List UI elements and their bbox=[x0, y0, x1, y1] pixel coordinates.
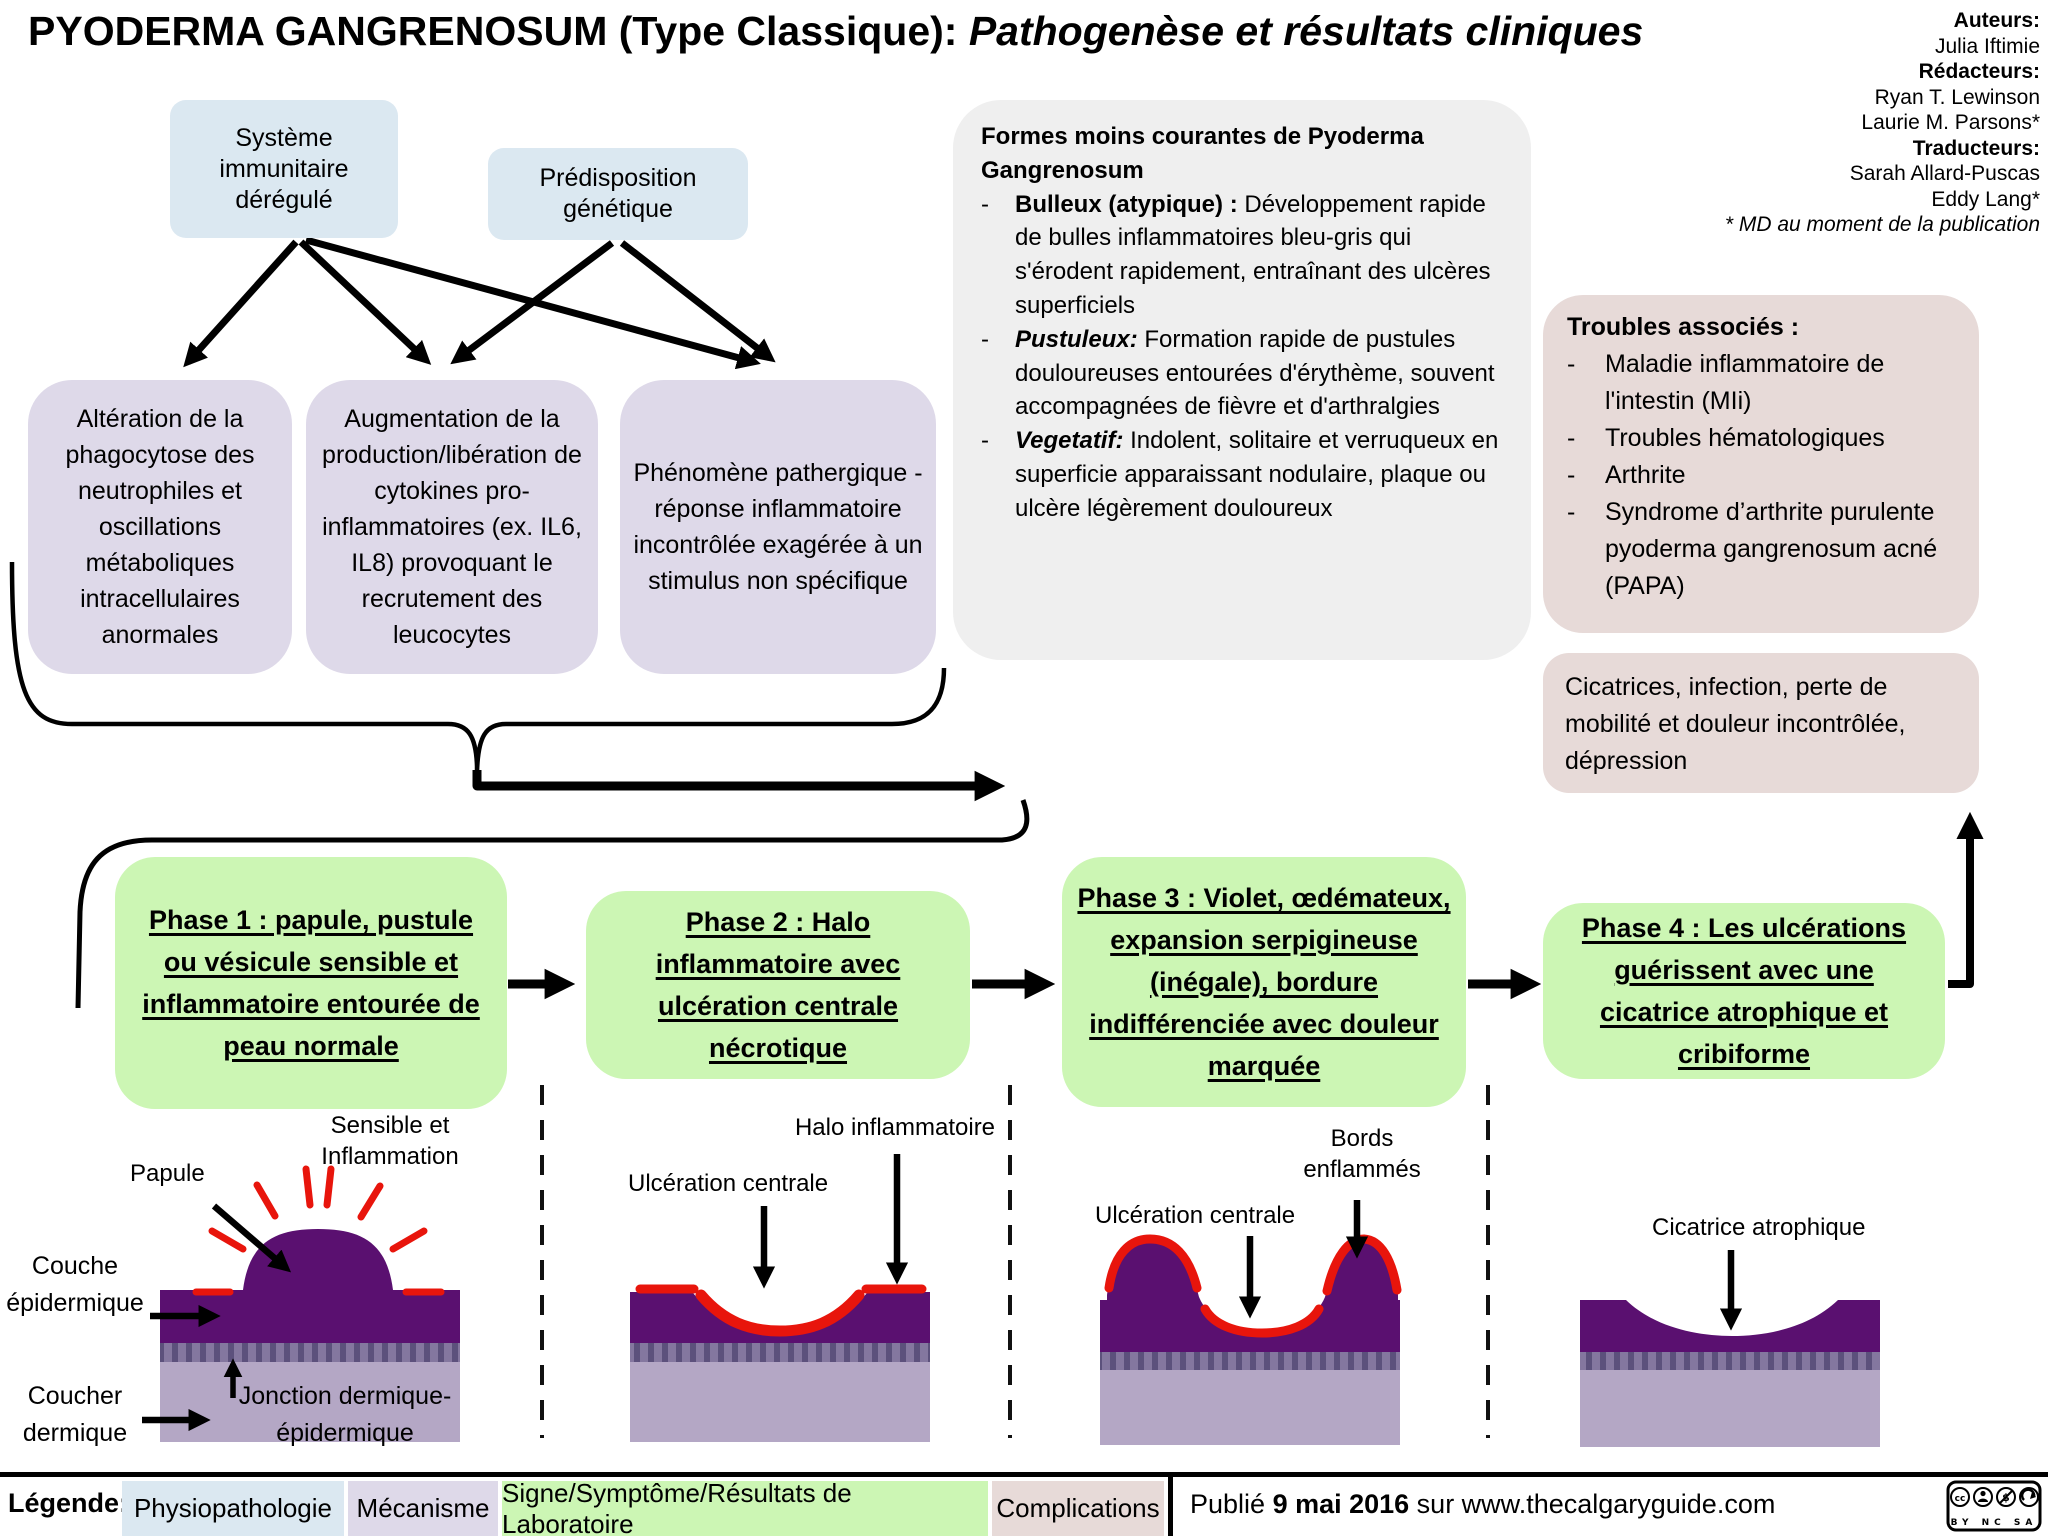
label-atrophic-scar: Cicatrice atrophique bbox=[1652, 1214, 1866, 1241]
bullet-dash: - bbox=[1567, 461, 1576, 489]
phase-3-label: Phase 3 : Violet, œdémateux, expansion s… bbox=[1077, 883, 1451, 1081]
phase-4-box: Phase 4 : Les ulcérations guérissent ave… bbox=[1543, 903, 1945, 1079]
legend-item-physiopathology: Physiopathologie bbox=[122, 1481, 344, 1536]
phase-2-label: Phase 2 : Halo inflammatoire avec ulcéra… bbox=[655, 907, 901, 1063]
associated-title: Troubles associés : bbox=[1567, 313, 1800, 341]
list-item: - Bulleux (atypique) : Développement rap… bbox=[981, 188, 1503, 323]
credits-footnote: * MD au moment de la publication bbox=[1724, 213, 2040, 236]
cause-box-genetic: Prédisposition génétique bbox=[488, 148, 748, 240]
phase4-complication-arrow bbox=[1948, 811, 1984, 988]
cause-arrows bbox=[183, 236, 776, 370]
inflammation-rays bbox=[192, 1165, 445, 1296]
credits-line: Ryan T. Lewinson bbox=[1874, 85, 2040, 109]
bullet-text: Bulleux (atypique) : Développement rapid… bbox=[1015, 188, 1503, 323]
cc-caption: BY NC SA bbox=[1951, 1518, 2038, 1528]
publication-site: sur www.thecalgaryguide.com bbox=[1409, 1489, 1776, 1519]
label-inflammation: Sensible et Inflammation bbox=[321, 1112, 459, 1170]
bullet-text: Vegetatif: Indolent, solitaire et verruq… bbox=[1015, 424, 1503, 525]
label-central-ulceration-p3: Ulcération centrale bbox=[1095, 1202, 1296, 1229]
label-epidermal-layer: Couche épidermique bbox=[6, 1252, 144, 1317]
legend-item-complications: Complications bbox=[992, 1481, 1164, 1536]
list-item: - Syndrome d’arthrite purulente pyoderma… bbox=[1567, 494, 1955, 605]
publication-line: Publié 9 mai 2016 sur www.thecalgaryguid… bbox=[1190, 1489, 1775, 1520]
less-common-title: Formes moins courantes de Pyoderma Gangr… bbox=[981, 123, 1424, 184]
credits-line: Sarah Allard-Puscas bbox=[1849, 162, 2040, 185]
bullet-body: Indolent, solitaire et verruqueux en sup… bbox=[1015, 427, 1499, 522]
label-inflammatory-halo: Halo inflammatoire bbox=[794, 1114, 996, 1141]
list-item: - Troubles hématologiques bbox=[1567, 420, 1955, 457]
list-item: - Arthrite bbox=[1567, 457, 1955, 494]
phase-4-label: Phase 4 : Les ulcérations guérissent ave… bbox=[1581, 913, 1907, 1069]
cc-icon: cc bbox=[1955, 1494, 1966, 1504]
credits: Auteurs: Julia Iftimie Rédacteurs: Ryan … bbox=[1580, 8, 2040, 238]
legend-label: Légende: bbox=[8, 1488, 129, 1518]
bullet-lead: Vegetatif: bbox=[1015, 427, 1131, 455]
by-person-icon bbox=[1980, 1490, 1986, 1497]
skin-diagram-phase4 bbox=[1580, 1250, 1880, 1447]
bullet-text: Arthrite bbox=[1605, 461, 1686, 489]
phase-row-bracket bbox=[75, 799, 1030, 1009]
cause-box-immune: Système immunitaire dérégulé bbox=[170, 100, 398, 238]
published-text: Publié bbox=[1190, 1489, 1273, 1519]
mechanism-box-phagocytosis: Altération de la phagocytose des neutrop… bbox=[28, 380, 292, 674]
credits-line: Laurie M. Parsons* bbox=[1861, 111, 2040, 134]
brace-output-arrow bbox=[472, 770, 1006, 802]
list-item: - Pustuleux: Formation rapide de pustule… bbox=[981, 323, 1503, 424]
legend-divider-line bbox=[0, 1472, 2048, 1477]
credits-line: Rédacteurs: bbox=[1918, 60, 2040, 83]
halo-red bbox=[635, 1284, 927, 1337]
bullet-body: Formation rapide de pustules douloureuse… bbox=[1015, 325, 1495, 421]
mechanism-box-cytokines: Augmentation de la production/libération… bbox=[306, 380, 598, 674]
phase-1-box: Phase 1 : papule, pustule ou vésicule se… bbox=[115, 857, 507, 1109]
panel-dividers bbox=[540, 1085, 1490, 1438]
bullet-dash: - bbox=[1567, 424, 1576, 452]
bullet-text: Troubles hématologiques bbox=[1605, 424, 1885, 452]
bullet-lead: Pustuleux: bbox=[1015, 325, 1145, 353]
legend-item-sign-symptom: Signe/Symptôme/Résultats de Laboratoire bbox=[502, 1478, 988, 1539]
mechanisms-brace bbox=[9, 561, 947, 773]
label-inflamed-borders: Bords enflammés bbox=[1303, 1125, 1421, 1183]
label-dermo-epidermal-junction: Jonction dermique-épidermique bbox=[238, 1382, 452, 1447]
mechanism-box-pathergy: Phénomène pathergique - réponse inflamma… bbox=[620, 380, 936, 674]
skin-diagram-phase3 bbox=[1100, 1200, 1402, 1445]
bullet-dash: - bbox=[1567, 498, 1576, 526]
phase-3-box: Phase 3 : Violet, œdémateux, expansion s… bbox=[1062, 857, 1466, 1107]
page-title-main: PYODERMA GANGRENOSUM (Type Classique): bbox=[28, 8, 969, 54]
bullet-dash: - bbox=[981, 190, 989, 218]
skin-diagram-phase1 bbox=[142, 1165, 460, 1442]
bullet-lead: Bulleux (atypique) : bbox=[1015, 190, 1245, 218]
phase-2-box: Phase 2 : Halo inflammatoire avec ulcéra… bbox=[586, 891, 970, 1079]
label-dermal-layer: Coucher dermique bbox=[22, 1382, 128, 1447]
bullet-text: Pustuleux: Formation rapide de pustules … bbox=[1015, 323, 1503, 424]
complications-box: Cicatrices, infection, perte de mobilité… bbox=[1543, 653, 1979, 793]
bullet-text: Syndrome d’arthrite purulente pyoderma g… bbox=[1605, 498, 1938, 600]
legend-item-mechanism: Mécanisme bbox=[348, 1481, 498, 1536]
sa-arrow-icon bbox=[2030, 1492, 2036, 1499]
credits-line: Eddy Lang* bbox=[1931, 187, 2040, 211]
skin-diagram-phase2 bbox=[630, 1154, 930, 1442]
label-papule: Papule bbox=[130, 1160, 205, 1187]
bullet-dash: - bbox=[981, 325, 989, 353]
label-central-ulceration-p2: Ulcération centrale bbox=[628, 1170, 829, 1197]
associated-disorders-box: Troubles associés : - Maladie inflammato… bbox=[1543, 295, 1979, 633]
bullet-body: Développement rapide de bulles inflammat… bbox=[1015, 190, 1491, 319]
credits-line: Auteurs: bbox=[1953, 9, 2040, 32]
cc-license-icons: cc $ BY NC SA bbox=[1946, 1480, 2042, 1532]
credits-line: Traducteurs: bbox=[1912, 136, 2040, 160]
cc-license-badge: cc $ BY NC SA bbox=[1946, 1480, 2042, 1532]
bullet-text: Maladie inflammatoire de l'intestin (MIi… bbox=[1605, 350, 1885, 415]
bullet-dash: - bbox=[1567, 350, 1576, 378]
credits-line: Julia Iftimie bbox=[1934, 34, 2040, 58]
phase-1-label: Phase 1 : papule, pustule ou vésicule se… bbox=[142, 905, 480, 1061]
page-title-subtitle: Pathogenèse et résultats cliniques bbox=[968, 8, 1644, 54]
list-item: - Maladie inflammatoire de l'intestin (M… bbox=[1567, 346, 1955, 420]
less-common-forms-box: Formes moins courantes de Pyoderma Gangr… bbox=[953, 100, 1531, 660]
page-title: PYODERMA GANGRENOSUM (Type Classique): P… bbox=[28, 8, 1643, 55]
footer-separator bbox=[1168, 1472, 1173, 1536]
list-item: - Vegetatif: Indolent, solitaire et verr… bbox=[981, 424, 1503, 525]
publication-date: 9 mai 2016 bbox=[1272, 1489, 1410, 1519]
bullet-dash: - bbox=[981, 427, 989, 455]
